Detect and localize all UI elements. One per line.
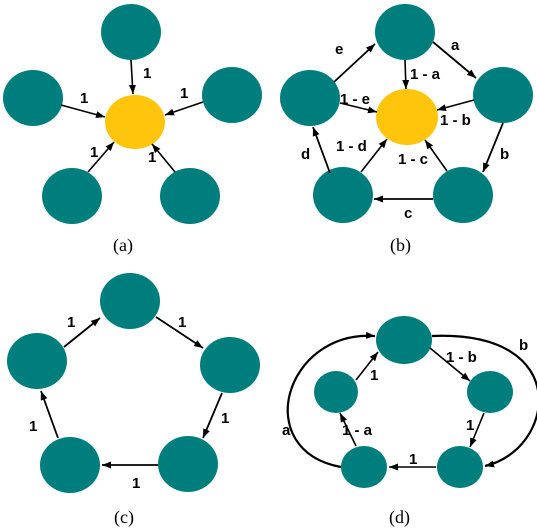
- label-1-minus-b: 1 - b: [440, 112, 471, 129]
- node-bottom-right: [433, 167, 493, 223]
- caption-a: (a): [113, 235, 133, 256]
- label-top-left: 1: [67, 314, 75, 331]
- caption-c: (c): [114, 507, 134, 528]
- label-1-minus-a: 1 - a: [410, 66, 441, 83]
- node-left: [314, 371, 358, 413]
- edge-a: [432, 41, 477, 79]
- node-top: [376, 316, 432, 364]
- label-a: a: [451, 37, 460, 54]
- label-bottom-left: 1: [90, 144, 98, 161]
- center-node: [376, 89, 438, 145]
- node-right: [202, 67, 262, 123]
- edge-bottom-left: [87, 141, 115, 173]
- edge-1-minus-a: [339, 412, 357, 447]
- edge-d: [312, 126, 331, 174]
- node-bottom-right: [158, 436, 218, 492]
- edge-right: [202, 392, 223, 439]
- panel-d: 1 1 - b 1 1 1 - a a b (d): [282, 316, 537, 528]
- edge-b: [482, 122, 504, 173]
- node-bottom-left: [313, 167, 373, 223]
- edge-1-minus-e: [339, 102, 378, 114]
- label-bottom-right: 1: [148, 149, 156, 166]
- edge-outer-b: [431, 334, 537, 468]
- caption-b: (b): [390, 235, 411, 256]
- edge-left: [40, 390, 59, 439]
- label-1-minus-e: 1 - e: [340, 91, 370, 108]
- label-left: 1: [80, 90, 88, 107]
- label-bottom: 1: [132, 475, 140, 492]
- label-top-right: 1: [178, 314, 186, 331]
- edge-top-right: [155, 316, 204, 349]
- edge-1-minus-b: [429, 347, 471, 382]
- label-b: b: [500, 146, 509, 163]
- edge-1-minus-d: [360, 138, 388, 173]
- label-1-minus-a: 1 - a: [342, 422, 373, 439]
- node-left: [3, 70, 63, 126]
- panel-b: a b c d e 1 - a 1 - e 1 - b 1 - d 1 - c …: [280, 4, 533, 256]
- edge-e: [333, 43, 376, 83]
- node-left: [280, 70, 340, 126]
- label-left: 1: [29, 418, 37, 435]
- node-top: [375, 4, 435, 60]
- node-right: [467, 371, 513, 413]
- label-outer-b: b: [519, 337, 528, 354]
- label-e: e: [335, 41, 343, 58]
- edge-right: [164, 101, 204, 116]
- label-c: c: [404, 205, 412, 222]
- label-inner-top-left: 1: [370, 367, 378, 384]
- panel-c: 1 1 1 1 1 (c): [7, 273, 260, 528]
- node-left: [7, 333, 67, 389]
- label-inner-right: 1: [466, 417, 474, 434]
- label-outer-a: a: [282, 422, 291, 439]
- edge-1-minus-b: [436, 99, 475, 112]
- edge-top: [128, 59, 136, 95]
- label-right: 1: [180, 85, 188, 102]
- label-1-minus-c: 1 - c: [398, 151, 428, 168]
- node-top: [100, 273, 160, 329]
- label-1-minus-b: 1 - b: [446, 349, 477, 366]
- node-bottom-right: [437, 446, 483, 488]
- edge-top-left: [63, 317, 101, 348]
- node-bottom-left: [341, 446, 387, 488]
- edge-bottom-right: [151, 143, 176, 173]
- node-bottom-left: [42, 168, 102, 224]
- edge-inner-right: [469, 412, 485, 448]
- node-top: [101, 4, 161, 60]
- label-right: 1: [221, 410, 229, 427]
- node-bottom-left: [40, 437, 100, 493]
- edge-1-minus-c: [424, 139, 448, 172]
- node-right: [473, 67, 533, 123]
- edge-left: [60, 104, 106, 119]
- edge-1-minus-a: [402, 59, 410, 90]
- caption-d: (d): [389, 507, 410, 528]
- panel-a: 1 1 1 1 1 (a): [3, 4, 262, 256]
- label-1-minus-d: 1 - d: [336, 138, 367, 155]
- edge-outer-a: [286, 331, 376, 469]
- label-inner-bottom: 1: [409, 451, 417, 468]
- label-top: 1: [143, 65, 151, 82]
- node-right: [200, 337, 260, 393]
- node-bottom-right: [160, 168, 220, 224]
- label-d: d: [301, 146, 310, 163]
- center-node: [105, 95, 165, 149]
- edge-inner-top-left: [355, 351, 379, 381]
